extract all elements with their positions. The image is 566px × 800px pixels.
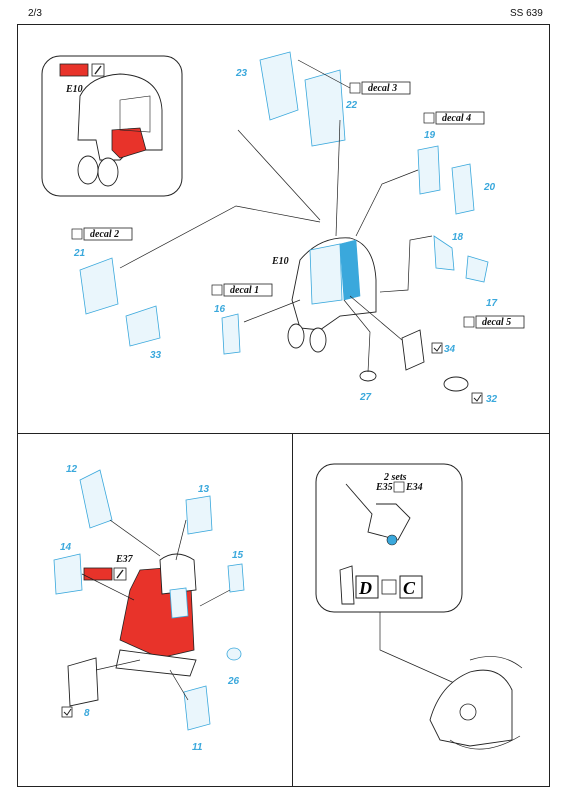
decal-icon xyxy=(423,112,435,124)
part-18 xyxy=(433,235,455,271)
part-15-number: 15 xyxy=(232,550,244,561)
callout-ref-label: E10 xyxy=(65,84,83,95)
part-26-number: 26 xyxy=(227,676,240,687)
part-23-number: 23 xyxy=(235,68,248,79)
part-17 xyxy=(465,255,489,283)
part-18-number: 18 xyxy=(452,232,464,243)
callout-e10: E10 xyxy=(41,55,183,197)
main-assembly: E10 xyxy=(237,119,433,353)
page-number: 2/3 xyxy=(28,8,42,19)
part-8-number: 8 xyxy=(84,708,90,719)
option-c-box xyxy=(399,575,423,599)
part-27-shape xyxy=(359,370,377,382)
part-34-number: 34 xyxy=(444,344,456,355)
part-14-number: 14 xyxy=(60,542,72,553)
part-22 xyxy=(304,69,346,147)
part-23 xyxy=(259,51,299,121)
decal-1-group: decal 1 16 xyxy=(211,283,273,355)
option-d-box xyxy=(355,575,379,599)
lower-parts-top: 34 27 32 xyxy=(343,295,498,405)
part-11 xyxy=(183,685,211,731)
combine-icon xyxy=(381,579,397,595)
part-22-number: 22 xyxy=(345,100,358,111)
decal-icon xyxy=(463,316,475,328)
ref-e34: E34 xyxy=(405,482,423,493)
decal-icon xyxy=(211,284,223,296)
decal-1-label: decal 1 xyxy=(230,285,259,296)
part-21-number: 21 xyxy=(73,248,86,259)
part-11-number: 11 xyxy=(192,742,203,753)
decal-4-label: decal 4 xyxy=(442,113,471,124)
kit-code: SS 639 xyxy=(510,8,543,19)
check-icon xyxy=(431,342,443,354)
decal-2-group: decal 2 21 33 xyxy=(71,205,321,361)
sets-label: 2 sets xyxy=(383,472,407,483)
part-34-shape xyxy=(401,329,425,371)
part-12-number: 12 xyxy=(66,464,78,475)
lower-left-ref: E37 xyxy=(115,554,134,565)
part-26 xyxy=(226,647,242,661)
option-d-letter: D xyxy=(358,578,372,598)
part-33 xyxy=(125,305,161,347)
part-13 xyxy=(185,495,213,535)
part-20-number: 20 xyxy=(483,182,496,193)
part-32-number: 32 xyxy=(486,394,498,405)
part-14 xyxy=(53,553,83,595)
check-icon xyxy=(471,392,483,404)
part-12 xyxy=(79,469,113,529)
decal-4-group: decal 4 19 20 xyxy=(417,111,496,215)
decal-5-group: 18 17 decal 5 xyxy=(433,232,525,329)
decal-icon xyxy=(71,228,83,240)
check-icon xyxy=(61,706,73,718)
decal-5-label: decal 5 xyxy=(482,317,511,328)
main-ref-label: E10 xyxy=(271,256,289,267)
part-33-number: 33 xyxy=(150,350,162,361)
part-27-number: 27 xyxy=(359,392,372,403)
part-32-shape xyxy=(443,376,469,392)
decal-3-label: decal 3 xyxy=(368,83,397,94)
decal-3-group: decal 3 23 22 xyxy=(235,51,411,147)
part-19 xyxy=(417,145,441,195)
part-15 xyxy=(227,563,245,593)
part-16 xyxy=(221,313,241,355)
red-paint-swatch xyxy=(59,63,89,77)
part-19-number: 19 xyxy=(424,130,436,141)
part-16-number: 16 xyxy=(214,304,226,315)
decal-icon xyxy=(349,82,361,94)
option-c-letter: C xyxy=(403,578,416,598)
lower-right-callout: 2 sets E35 E34 D C xyxy=(315,463,523,750)
lower-left-assembly: 12 13 14 15 E37 26 8 11 xyxy=(53,464,245,753)
part-17-number: 17 xyxy=(486,298,498,309)
part-21 xyxy=(79,257,119,315)
divider-horizontal xyxy=(17,433,550,434)
decal-2-label: decal 2 xyxy=(90,229,119,240)
page-frame xyxy=(17,24,550,787)
combine-icon xyxy=(393,481,405,493)
red-painted-area xyxy=(111,127,147,159)
red-paint-swatch xyxy=(83,567,113,581)
part-8-shape xyxy=(67,657,99,707)
part-13-number: 13 xyxy=(198,484,210,495)
ref-e35: E35 xyxy=(375,482,393,493)
part-20 xyxy=(451,163,475,215)
divider-vertical xyxy=(292,433,293,787)
